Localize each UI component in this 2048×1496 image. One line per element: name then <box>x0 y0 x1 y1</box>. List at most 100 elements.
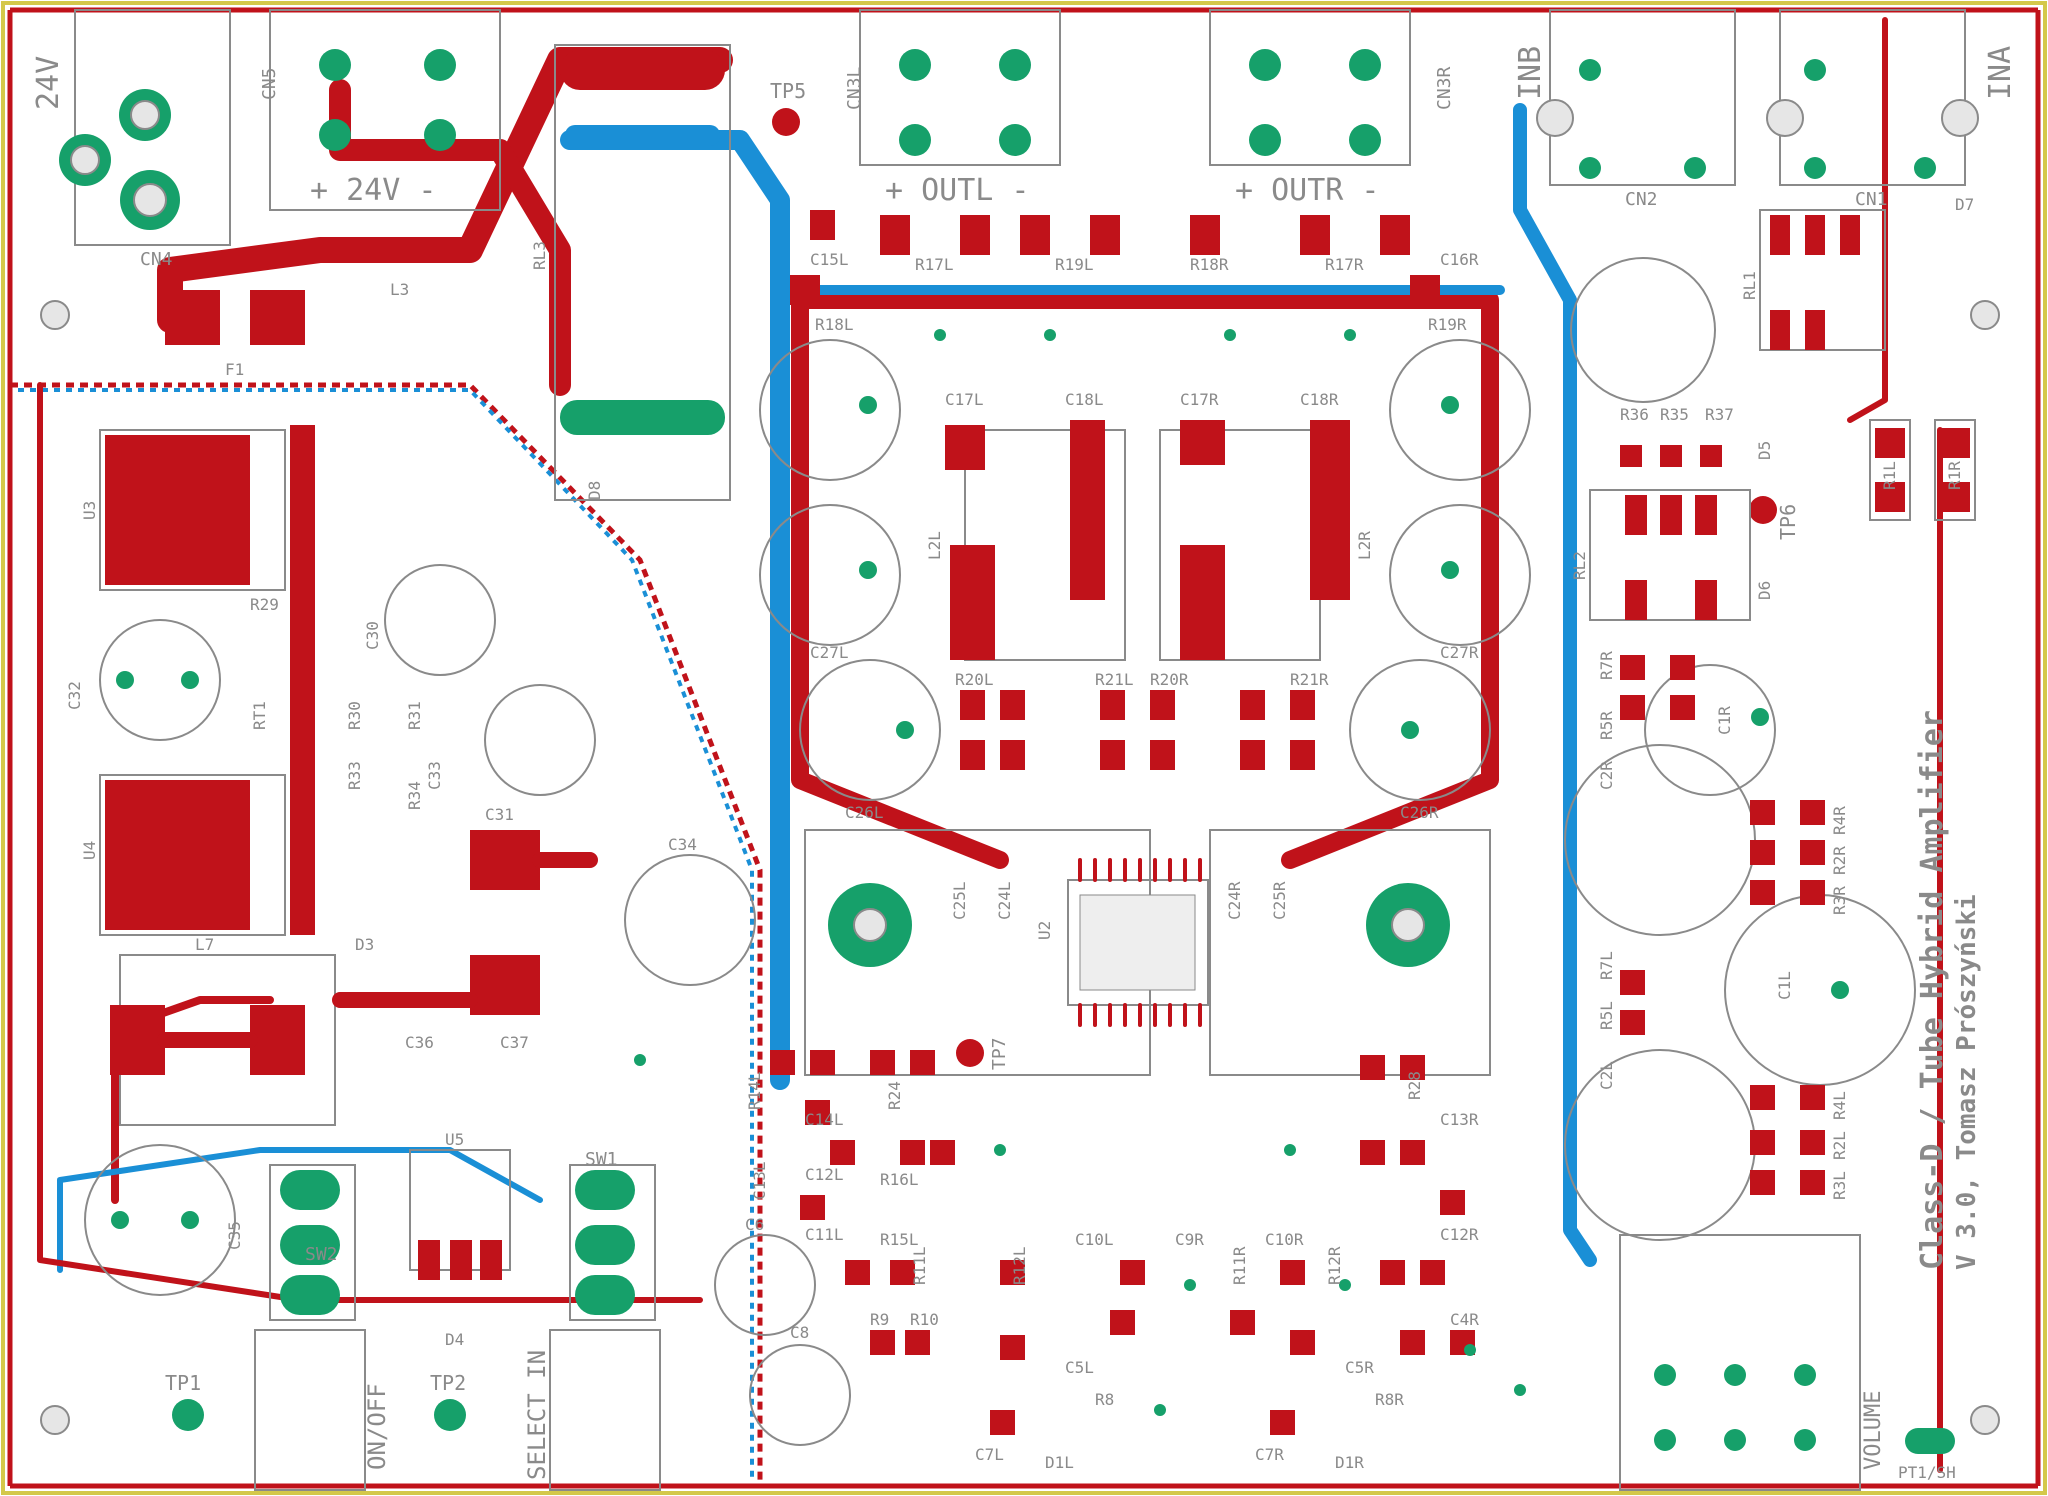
c35-pin <box>181 1211 199 1229</box>
f1-pad <box>165 290 220 345</box>
r1r-pad <box>1940 482 1970 512</box>
sw1-function-label: SELECT IN <box>523 1350 551 1480</box>
r18l-label: R18L <box>815 315 854 334</box>
cn4-hole <box>70 145 100 175</box>
cn5-pin <box>424 119 456 151</box>
rl1-pad <box>1840 215 1860 255</box>
vias <box>634 329 1526 1416</box>
r30-label: R30 <box>345 701 364 730</box>
cn3l-pin <box>999 49 1031 81</box>
c4r-label: C4R <box>1450 1310 1479 1329</box>
rl3-pin-row <box>560 400 725 435</box>
u2-pad <box>1079 894 1196 991</box>
r36-label: R36 <box>1620 405 1649 424</box>
cn5-outline <box>269 9 501 211</box>
l2r-pad <box>1180 545 1225 660</box>
c1r-outline <box>1644 664 1776 796</box>
r1r-pad <box>1940 428 1970 458</box>
rl2-pad <box>1695 495 1717 535</box>
c30-outline <box>384 564 496 676</box>
tp1-pad <box>172 1399 204 1431</box>
r5r-label: R5R <box>1597 711 1616 740</box>
sw1-label: SW1 <box>585 1149 618 1170</box>
cn3l-pin <box>899 49 931 81</box>
r9-label: R9 <box>870 1310 889 1329</box>
volume-pin <box>1724 1364 1746 1386</box>
cn5-pin <box>424 49 456 81</box>
cap-pin <box>859 396 877 414</box>
l7-label: L7 <box>195 935 214 954</box>
cn3l-pin <box>899 124 931 156</box>
cap-pin <box>1831 981 1849 999</box>
cn3r-label: CN3R <box>1434 66 1455 110</box>
c32-pin <box>181 671 199 689</box>
c16r-label: C16R <box>1440 250 1479 269</box>
cap-pin <box>1751 708 1769 726</box>
cn3l-outline <box>859 9 1061 166</box>
r24-label: R24 <box>885 1081 904 1110</box>
volume-pin <box>1724 1429 1746 1451</box>
rl3-label: RL3 <box>530 241 549 270</box>
r29-label: R29 <box>250 595 279 614</box>
c1l-outline <box>1724 894 1916 1086</box>
u4-outline <box>99 774 286 936</box>
c35-outline <box>84 1144 236 1296</box>
volume-pin <box>1794 1429 1816 1451</box>
r19l-label: R19L <box>1055 255 1094 274</box>
c2l-label: C2L <box>1597 1061 1616 1090</box>
sw2-label: SW2 <box>305 1244 338 1265</box>
r28-label: R28 <box>1405 1071 1424 1100</box>
r31-label: R31 <box>405 701 424 730</box>
r34-label: R34 <box>405 781 424 810</box>
c30-label: C30 <box>363 621 382 650</box>
sw2-body <box>254 1329 366 1491</box>
cn1-outline <box>1779 9 1966 186</box>
c12r-label: C12R <box>1440 1225 1479 1244</box>
tp6-pad <box>1749 496 1777 524</box>
r33-label: R33 <box>345 761 364 790</box>
c32-outline <box>99 619 221 741</box>
cn2-pin <box>1579 59 1601 81</box>
c10l-label: C10L <box>1075 1230 1114 1249</box>
tp2-pad <box>434 1399 466 1431</box>
cn3r-polarity-label: + OUTR - <box>1235 173 1380 208</box>
cap-pin <box>1401 721 1419 739</box>
cn1-pin <box>1804 59 1826 81</box>
rl2-outline <box>1589 489 1751 621</box>
c15l-label: C15L <box>810 250 849 269</box>
bottom-trace-main <box>560 130 790 1090</box>
cn1-pin <box>1804 157 1826 179</box>
r11l-label: R11L <box>910 1246 929 1285</box>
d7-label: D7 <box>1955 195 1974 214</box>
c33-label: C33 <box>425 761 444 790</box>
c26l-outline <box>799 659 941 801</box>
d3-label: D3 <box>355 935 374 954</box>
cn1-jack-hole <box>1941 99 1979 137</box>
c34-outline <box>624 854 756 986</box>
cn1-pin <box>1914 157 1936 179</box>
cap-pin <box>1441 561 1459 579</box>
c27r-label: C27R <box>1440 643 1479 662</box>
cn3r-pin <box>1349 49 1381 81</box>
c31-outline <box>484 684 596 796</box>
c27l-label: C27L <box>810 643 849 662</box>
r17l-label: R17L <box>915 255 954 274</box>
cap-pin <box>896 721 914 739</box>
l2r-pad <box>1180 420 1225 465</box>
volume-pin <box>1794 1364 1816 1386</box>
rt1-label: RT1 <box>250 701 269 730</box>
cn5-polarity-label: + 24V - <box>310 173 436 208</box>
smd-array-lower <box>770 1050 1475 1435</box>
r12r-label: R12R <box>1325 1246 1344 1285</box>
rl3-outline <box>554 44 731 501</box>
cn3l-label: CN3L <box>844 66 865 110</box>
l7-trace <box>157 852 598 1048</box>
r35-label: R35 <box>1660 405 1689 424</box>
bottom-trace-switch <box>57 1147 543 1273</box>
r4r-label: R4R <box>1830 806 1849 835</box>
tp6-label: TP6 <box>1776 504 1800 540</box>
f1-pad <box>250 290 305 345</box>
pt1sh-label: PT1/SH <box>1898 1463 1956 1482</box>
sw2-outline <box>269 1164 356 1321</box>
